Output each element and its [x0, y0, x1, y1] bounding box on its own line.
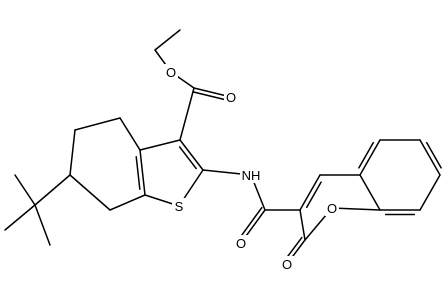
amide-oxygen-label: O [234, 235, 248, 251]
amide-oxygen: O [236, 236, 246, 251]
bond-layer [4, 29, 442, 265]
ester-ether-oxygen: O [166, 65, 176, 80]
coumarin-c2-c3-bond [299, 209, 306, 241]
thiophene-c2-c3-bond-inner [178, 146, 197, 170]
ethyl-bond [154, 29, 181, 51]
benzene-bond [359, 139, 381, 176]
cyclohexene-bond [69, 174, 111, 211]
thiophene-sulfur: S [175, 199, 184, 214]
atom-label-layer: O O S NH O O O [164, 64, 339, 272]
amide-nitrogen-label: NH [240, 167, 262, 183]
tert-butyl-methyl-bond [4, 204, 36, 231]
benzene-bond [419, 174, 441, 211]
benzene-bond-inner [358, 141, 375, 169]
ester-carbonyl-oxygen: O [226, 90, 236, 105]
lactone-carbonyl-oxygen: O [282, 257, 292, 272]
cyclohexene-bond [69, 129, 76, 176]
ester-carbonyl-oxygen-label: O [224, 89, 238, 105]
thiophene-c3a-c7a-bond [139, 149, 146, 196]
tert-butyl-methyl-bond [34, 204, 51, 246]
cyclohexene-bond [119, 117, 141, 151]
benzene-bond-inner [425, 141, 442, 169]
benzene-bond [359, 174, 381, 211]
ester-carbonyl-bond-second [192, 91, 231, 102]
thiophene-c2-c3-bond [179, 139, 204, 171]
thiophene-c3a-c7a-bond-inner [135, 156, 141, 190]
ring-oxygen: O [327, 201, 337, 216]
coumarin-c3-c4-bond-inner [305, 181, 322, 209]
lactone-carbonyl-oxygen-label: O [280, 256, 294, 272]
benzene-bond [419, 139, 441, 176]
thiophene-c3-c3a-bond [139, 139, 181, 151]
tert-butyl-bond [34, 174, 71, 206]
ring-oxygen-label: O [325, 200, 339, 216]
amide-nitrogen: NH [242, 168, 261, 183]
coumarin-c3-c4-bond [299, 174, 321, 211]
cyclohexene-bond [74, 117, 121, 131]
cyclohexene-bond [109, 194, 146, 211]
ring-oxygen-bond [331, 207, 381, 211]
ester-ring-bond [179, 87, 195, 141]
ester-ether-oxygen-label: O [164, 64, 178, 80]
tert-butyl-methyl-bond [14, 174, 36, 206]
thiophene-sulfur-label: S [172, 198, 186, 214]
